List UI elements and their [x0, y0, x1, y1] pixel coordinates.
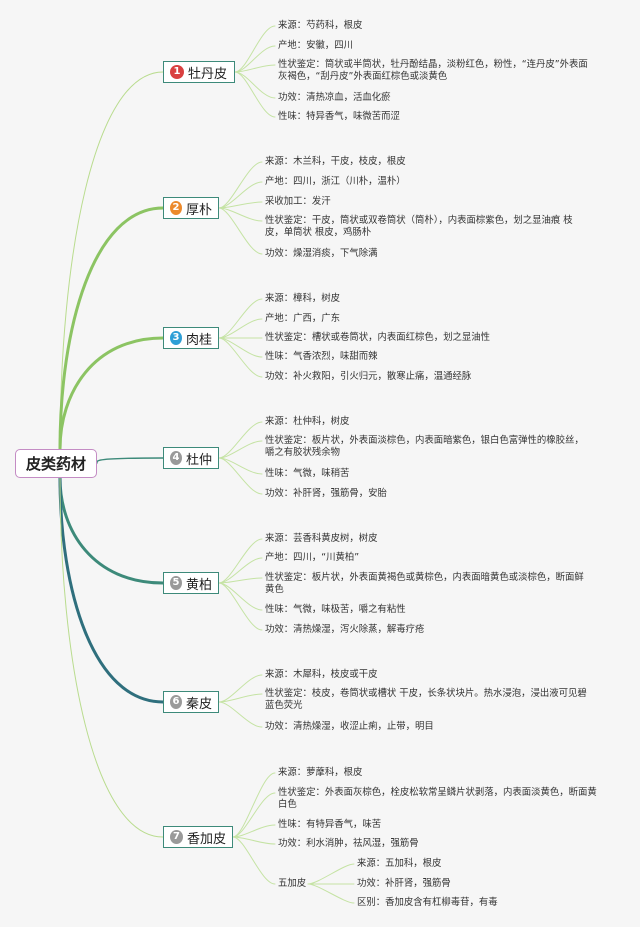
sub-leaf-1[interactable]: 来源：五加科，根皮 — [357, 858, 442, 869]
sub-leaf-connector — [307, 863, 355, 885]
leaf-connector — [218, 181, 263, 209]
leaf-connector — [232, 824, 276, 838]
leaf-6-2[interactable]: 性状鉴定：枝皮，卷筒状或槽状 干皮，长条状块片。热水浸泡，浸出液可见碧蓝色荧光 — [265, 688, 587, 711]
branch-label: 牡丹皮 — [188, 66, 228, 82]
sub-branch-label[interactable]: 五加皮 — [278, 878, 307, 889]
leaf-connector — [218, 457, 263, 495]
leaf-1-3[interactable]: 性状鉴定：筒状或半筒状，牡丹酚结晶，淡粉红色，粉性，“连丹皮”外表面灰褐色，“刮… — [278, 59, 588, 82]
branch-label: 香加皮 — [186, 831, 226, 847]
leaf-connector — [232, 836, 276, 845]
number-badge: 5 — [170, 576, 182, 590]
number-badge: 6 — [170, 695, 182, 709]
leaf-connector — [218, 701, 263, 728]
number-badge: 4 — [170, 451, 182, 465]
leaf-6-1[interactable]: 来源：木犀科，枝皮或干皮 — [265, 669, 378, 680]
sub-leaf-connector — [307, 883, 355, 904]
branch-node-1[interactable]: 1 牡丹皮 — [163, 61, 235, 83]
branch-connector — [59, 71, 164, 450]
branch-label: 杜仲 — [185, 452, 212, 468]
leaf-7-2[interactable]: 性状鉴定：外表面灰棕色，栓皮松软常呈鳞片状剥落，内表面淡黄色，断面黄白色 — [278, 787, 597, 810]
leaf-3-4[interactable]: 性味：气香浓烈，味甜而辣 — [265, 351, 378, 362]
branch-node-7[interactable]: 7 香加皮 — [163, 826, 233, 848]
leaf-2-5[interactable]: 功效：燥湿消痰，下气除满 — [265, 248, 378, 259]
leaf-connector — [218, 207, 263, 255]
leaf-4-4[interactable]: 功效：补肝肾，强筋骨，安胎 — [265, 488, 387, 499]
leaf-4-2[interactable]: 性状鉴定：板片状，外表面淡棕色，内表面暗紫色，银白色富弹性的橡胶丝，嚼之有胶状残… — [265, 435, 584, 458]
branch-connector — [58, 476, 165, 585]
leaf-connector — [218, 693, 263, 703]
leaf-connector — [232, 772, 276, 838]
leaf-3-3[interactable]: 性状鉴定：槽状或卷筒状，内表面红棕色，划之显油性 — [265, 332, 491, 343]
number-badge: 7 — [170, 830, 183, 844]
branch-node-5[interactable]: 5 黄柏 — [163, 572, 219, 594]
leaf-5-2[interactable]: 产地：四川，“川黄柏” — [265, 552, 360, 563]
leaf-7-4[interactable]: 功效：利水消肿，祛风湿，强筋骨 — [278, 838, 419, 849]
leaf-connector — [232, 792, 276, 838]
leaf-1-4[interactable]: 功效：清热凉血，活血化瘀 — [278, 92, 391, 103]
leaf-connector — [218, 674, 263, 703]
leaf-connector — [218, 337, 263, 378]
branch-node-4[interactable]: 4 杜仲 — [163, 447, 219, 469]
leaf-connector — [218, 298, 263, 339]
sub-leaf-3[interactable]: 区别：香加皮含有杠柳毒苷，有毒 — [357, 897, 498, 908]
leaf-connector — [218, 582, 263, 631]
leaf-4-3[interactable]: 性味：气微，味稍苦 — [265, 468, 350, 479]
number-badge: 3 — [170, 331, 182, 345]
leaf-connector — [234, 45, 276, 73]
leaf-5-1[interactable]: 来源：芸香科黄皮树，树皮 — [265, 533, 378, 544]
leaf-5-3[interactable]: 性状鉴定：板片状，外表面黄褐色或黄棕色，内表面暗黄色或淡棕色，断面鲜黄色 — [265, 572, 584, 595]
leaf-connector — [234, 25, 276, 73]
leaf-5-5[interactable]: 功效：清热燥湿，泻火除蒸，解毒疗疮 — [265, 624, 425, 635]
branch-label: 黄柏 — [185, 577, 212, 593]
root-node[interactable]: 皮类药材 — [15, 449, 97, 478]
leaf-2-1[interactable]: 来源：木兰科，干皮，枝皮，根皮 — [265, 156, 406, 167]
leaf-3-5[interactable]: 功效：补火救阳，引火归元，散寒止痛，温通经脉 — [265, 371, 472, 382]
leaf-connector — [218, 421, 263, 459]
leaf-1-1[interactable]: 来源：芍药科，根皮 — [278, 20, 363, 31]
leaf-2-3[interactable]: 采收加工：发汗 — [265, 196, 331, 207]
number-badge: 1 — [170, 65, 184, 79]
leaf-connector — [218, 318, 263, 339]
leaf-6-3[interactable]: 功效：清热燥湿，收涩止痢，止带，明目 — [265, 721, 434, 732]
branch-connector — [58, 206, 165, 451]
branch-connector — [96, 457, 164, 464]
leaf-connector — [234, 71, 276, 99]
leaf-connector — [234, 64, 276, 73]
leaf-2-4[interactable]: 性状鉴定：干皮，筒状或双卷筒状（筒朴），内表面棕紫色，划之显油痕 枝皮，单筒状 … — [265, 215, 573, 238]
leaf-7-1[interactable]: 来源：萝藦科，根皮 — [278, 767, 363, 778]
branch-node-6[interactable]: 6 秦皮 — [163, 691, 219, 713]
leaf-4-1[interactable]: 来源：杜仲科，树皮 — [265, 416, 350, 427]
branch-node-3[interactable]: 3 肉桂 — [163, 327, 219, 349]
branch-connector — [58, 476, 165, 704]
branch-label: 厚朴 — [185, 202, 212, 218]
leaf-5-4[interactable]: 性味：气微，味极苦，嚼之有粘性 — [265, 604, 406, 615]
leaf-3-2[interactable]: 产地：广西，广东 — [265, 313, 341, 324]
branch-connector — [58, 336, 165, 451]
leaf-2-2[interactable]: 产地：四川，浙江（川朴，温朴） — [265, 176, 406, 187]
leaf-7-3[interactable]: 性味：有特异香气，味苦 — [278, 819, 382, 830]
leaf-3-1[interactable]: 来源：樟科，树皮 — [265, 293, 341, 304]
leaf-connector — [218, 577, 263, 584]
leaf-connector — [218, 201, 263, 209]
branch-label: 肉桂 — [185, 332, 212, 348]
number-badge: 2 — [170, 201, 182, 215]
leaf-connector — [218, 207, 263, 222]
leaf-1-2[interactable]: 产地：安徽，四川 — [278, 40, 354, 51]
branch-label: 秦皮 — [185, 696, 212, 712]
leaf-connector — [232, 836, 276, 885]
leaf-connector — [218, 440, 263, 459]
leaf-connector — [218, 557, 263, 584]
leaf-connector — [218, 161, 263, 209]
leaf-connector — [218, 538, 263, 584]
leaf-1-5[interactable]: 性味：特异香气，味微苦而涩 — [278, 111, 400, 122]
branch-connector — [59, 477, 164, 838]
branch-node-2[interactable]: 2 厚朴 — [163, 197, 219, 219]
leaf-connector — [234, 71, 276, 118]
sub-leaf-2[interactable]: 功效：补肝肾，强筋骨 — [357, 878, 451, 889]
